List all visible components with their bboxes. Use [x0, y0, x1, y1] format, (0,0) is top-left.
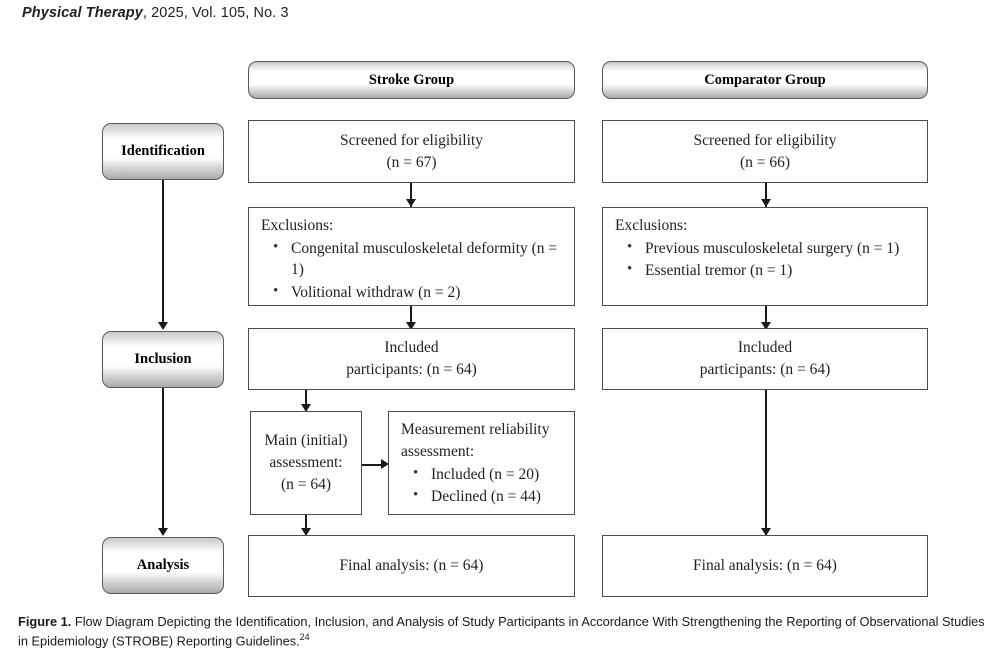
stage-chip-identification-label: Identification	[121, 143, 205, 159]
flow-diagram: Stroke Group Comparator Group Identifica…	[0, 0, 1001, 610]
arrowhead-main-assessment-to-final	[300, 528, 311, 536]
column-header-stroke-group-label: Stroke Group	[368, 71, 455, 88]
arrowhead-comparator-exclusions-to-included	[760, 322, 771, 330]
connector-identification-to-inclusion	[162, 180, 164, 323]
list-item: Essential tremor (n = 1)	[627, 259, 917, 281]
stage-chip-analysis-label: Analysis	[136, 557, 190, 573]
comparator-included-line2: participants: (n = 64)	[699, 361, 831, 378]
comparator-screened-box: Screened for eligibility (n = 66)	[602, 120, 928, 183]
list-item: Declined (n = 44)	[413, 485, 564, 507]
list-item: Included (n = 20)	[413, 463, 564, 485]
stroke-reliability-box: Measurement reliability assessment: Incl…	[388, 411, 575, 515]
stroke-reliability-line2: assessment:	[401, 443, 475, 460]
connector-stroke-screened-to-exclusions	[410, 183, 412, 207]
stroke-reliability-list: Included (n = 20) Declined (n = 44)	[401, 463, 564, 508]
stroke-included-line1: Included	[384, 339, 439, 356]
stroke-exclusions-box: Exclusions: Congenital musculoskeletal d…	[248, 207, 575, 306]
stroke-included-box: Included participants: (n = 64)	[248, 328, 575, 390]
stroke-exclusions-title: Exclusions:	[261, 217, 334, 234]
stroke-exclusions-list: Congenital musculoskeletal deformity (n …	[261, 237, 564, 303]
comparator-exclusions-title: Exclusions:	[615, 217, 688, 234]
comparator-final-analysis-box: Final analysis: (n = 64)	[602, 535, 928, 597]
connector-comparator-included-to-final	[765, 390, 767, 536]
comparator-exclusions-box: Exclusions: Previous musculoskeletal sur…	[602, 207, 928, 306]
stroke-final-analysis-label: Final analysis: (n = 64)	[339, 557, 484, 574]
stage-chip-analysis: Analysis	[102, 537, 224, 594]
list-item: Previous musculoskeletal surgery (n = 1)	[627, 237, 917, 259]
figure-caption-reference: 24	[299, 631, 310, 642]
stroke-reliability-line1: Measurement reliability	[401, 421, 550, 438]
stage-chip-identification: Identification	[102, 123, 224, 180]
running-head: Physical Therapy, 2025, Vol. 105, No. 3	[22, 5, 289, 21]
stroke-final-analysis-box: Final analysis: (n = 64)	[248, 535, 575, 597]
connector-stroke-included-to-main-assessment	[305, 390, 307, 414]
stage-chip-inclusion-label: Inclusion	[134, 351, 192, 367]
connector-main-assessment-to-reliability	[362, 464, 383, 466]
stroke-main-assessment-line3: (n = 64)	[280, 476, 332, 493]
list-item: Congenital musculoskeletal deformity (n …	[273, 237, 564, 281]
arrowhead-identification-to-inclusion	[157, 322, 168, 330]
arrowhead-stroke-included-to-main-assessment	[300, 404, 311, 412]
comparator-screened-line1: Screened for eligibility	[693, 131, 837, 149]
arrowhead-stroke-screened-to-exclusions	[405, 199, 416, 207]
connector-inclusion-to-analysis	[162, 388, 164, 529]
comparator-included-box: Included participants: (n = 64)	[602, 328, 928, 390]
arrowhead-stroke-exclusions-to-included	[405, 322, 416, 330]
journal-issue: , 2025, Vol. 105, No. 3	[142, 5, 289, 21]
stroke-main-assessment-box: Main (initial) assessment: (n = 64)	[250, 411, 362, 515]
arrowhead-inclusion-to-analysis	[157, 528, 168, 536]
connector-comparator-screened-to-exclusions	[765, 183, 767, 207]
stroke-screened-line2: (n = 67)	[386, 153, 437, 171]
stroke-screened-box: Screened for eligibility (n = 67)	[248, 120, 575, 183]
figure-caption-text: Flow Diagram Depicting the Identificatio…	[18, 614, 985, 648]
connector-main-assessment-to-final	[305, 515, 307, 536]
figure-caption-label: Figure 1.	[18, 614, 72, 629]
journal-title: Physical Therapy	[22, 5, 143, 21]
column-header-comparator-group: Comparator Group	[602, 61, 928, 99]
stroke-main-assessment-line2: assessment:	[269, 454, 343, 471]
connector-stroke-exclusions-to-included	[410, 306, 412, 330]
stroke-included-line2: participants: (n = 64)	[346, 361, 477, 378]
stroke-screened-line1: Screened for eligibility	[340, 131, 483, 149]
column-header-stroke-group: Stroke Group	[248, 61, 575, 99]
arrowhead-main-assessment-to-reliability	[381, 459, 389, 469]
stroke-main-assessment-line1: Main (initial)	[264, 432, 348, 449]
list-item: Volitional withdraw (n = 2)	[273, 281, 564, 303]
comparator-exclusions-list: Previous musculoskeletal surgery (n = 1)…	[615, 237, 917, 282]
figure-caption: Figure 1. Flow Diagram Depicting the Ide…	[18, 613, 986, 650]
comparator-included-line1: Included	[737, 339, 793, 356]
stage-chip-inclusion: Inclusion	[102, 331, 224, 388]
arrowhead-comparator-screened-to-exclusions	[760, 199, 771, 207]
comparator-final-analysis-label: Final analysis: (n = 64)	[693, 557, 837, 574]
connector-comparator-exclusions-to-included	[765, 306, 767, 330]
column-header-comparator-group-label: Comparator Group	[704, 71, 826, 88]
arrowhead-comparator-included-to-final	[760, 528, 771, 536]
comparator-screened-line2: (n = 66)	[739, 153, 791, 171]
